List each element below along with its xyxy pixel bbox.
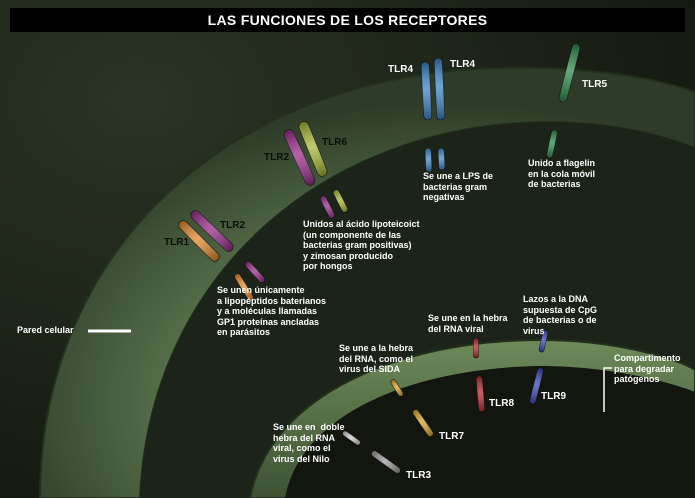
annotation-lipoteichoic: Unidos al ácido lipoteicoict (un compone… (303, 219, 420, 271)
tlr1-label: TLR1 (164, 237, 189, 248)
tlr2-upper-label: TLR2 (264, 152, 289, 163)
tlr2-lower-label: TLR2 (220, 220, 245, 231)
tlr9-label: TLR9 (541, 391, 566, 402)
tlr2-upper-receptor-inner (320, 195, 335, 219)
tlr5-receptor-outer (558, 43, 581, 103)
tlr9-receptor-outer (538, 329, 549, 353)
pared-celular-label: Pared celular (17, 325, 74, 335)
tlr4-left-receptor-inner (424, 147, 433, 173)
tlr9-receptor-inner (529, 367, 544, 405)
tlr3-receptor-outer (342, 430, 361, 446)
tlr4-right-label: TLR4 (450, 59, 475, 70)
annotation-double-strand: Se une en doble hebra del RNA viral, com… (273, 422, 345, 464)
tlr3-receptor-inner (371, 450, 401, 474)
tlr1-receptor-inner (234, 273, 254, 301)
annotation-rna-viral: Se une en la hebra del RNA viral (428, 313, 508, 334)
tlr7-receptor-inner (412, 409, 434, 437)
tlr2-receptor-outer (190, 210, 234, 252)
diagram-title: LAS FUNCIONES DE LOS RECEPTORES (10, 8, 685, 32)
tlr4-left-receptor-outer (420, 61, 433, 121)
tlr7-label: TLR7 (439, 431, 464, 442)
tlr6-receptor-outer (298, 121, 328, 177)
annotation-cpg: Lazos a la DNA supuesta de CpG de bacter… (523, 294, 598, 336)
tlr4-right-receptor-outer (433, 57, 446, 121)
tlr2-upper-receptor-outer (283, 129, 316, 186)
annotation-hiv: Se une a la hebra del RNA, como el virus… (339, 343, 414, 374)
receptor-group (178, 43, 581, 474)
compartimento-bracket (603, 367, 612, 412)
tlr8-receptor-inner (475, 375, 486, 413)
tlr8-label: TLR8 (489, 398, 514, 409)
tlr4-left-label: TLR4 (388, 64, 413, 75)
annotation-lipopeptides: Se unen únicamente a lipopéptidos bateri… (217, 285, 327, 337)
annotation-flagellin: Unido a flagelin en la cola móvil de bac… (528, 158, 596, 189)
annotation-lps: Se une a LPS de bacterias gram negativas (423, 171, 494, 202)
tlr4-right-receptor-inner (437, 147, 446, 171)
tlr3-label: TLR3 (406, 470, 431, 481)
tlr8-receptor-outer (473, 337, 479, 359)
tlr2-receptor-inner (244, 260, 266, 284)
tlr6-receptor-inner (333, 189, 348, 213)
tlr6-label: TLR6 (322, 137, 347, 148)
compartimento-label: Compartimento para degradar patógenos (614, 353, 681, 384)
tlr7-receptor-outer (390, 379, 404, 397)
tlr5-label: TLR5 (582, 79, 607, 90)
